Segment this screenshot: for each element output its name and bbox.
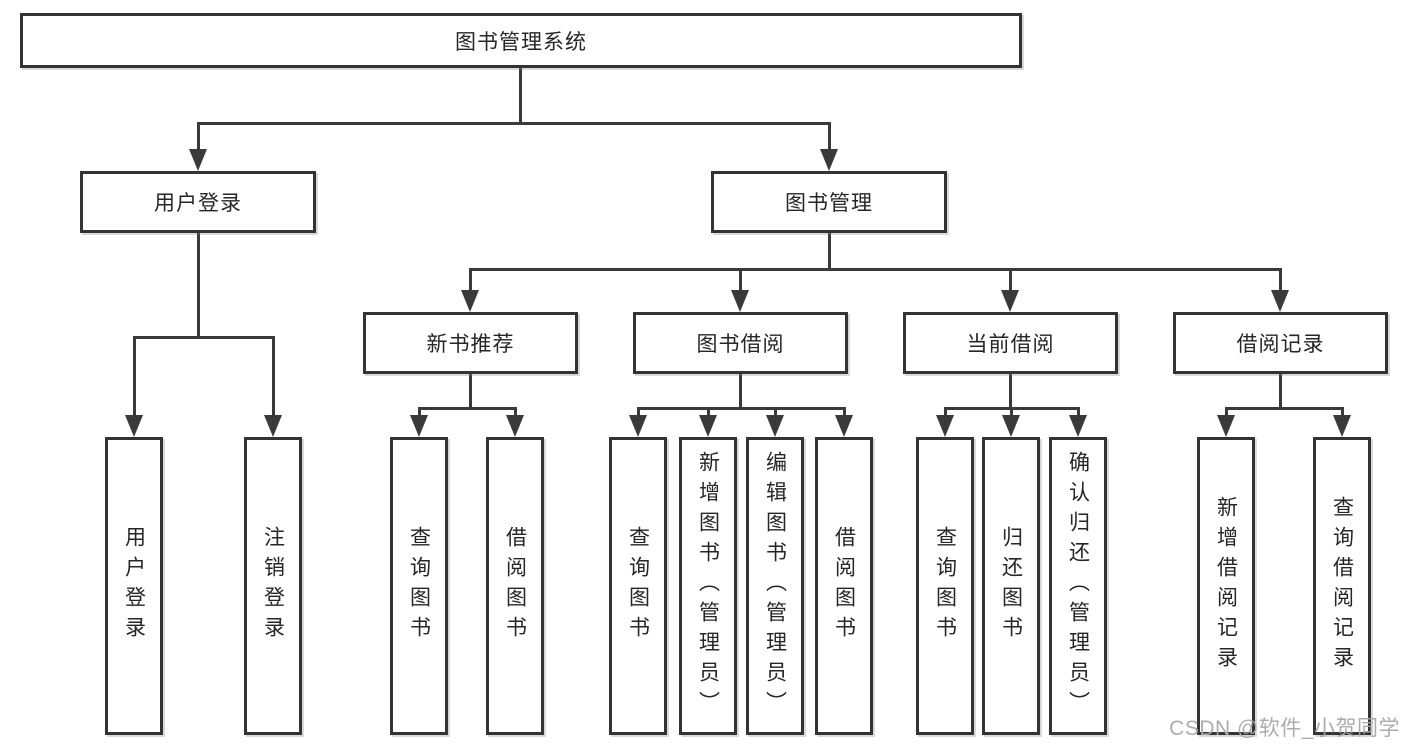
node-book-management: 图书管理	[711, 171, 947, 233]
connector-line	[469, 268, 472, 292]
connector-line	[469, 374, 472, 407]
connector-line	[739, 268, 742, 292]
arrow-down-icon	[936, 415, 954, 437]
leaf-records-query-record: 查询借阅记录	[1313, 437, 1371, 735]
connector-line	[1279, 268, 1282, 292]
leaf-records-add-record: 新增借阅记录	[1197, 437, 1255, 735]
node-label: 注销登录	[261, 526, 285, 646]
arrow-down-icon	[1002, 415, 1020, 437]
connector-line	[133, 336, 136, 415]
connector-line	[418, 407, 517, 410]
connector-line	[843, 407, 846, 417]
arrow-down-icon	[1333, 415, 1351, 437]
arrow-down-icon	[410, 415, 428, 437]
arrow-down-icon	[1069, 415, 1087, 437]
node-library-management-system: 图书管理系统	[20, 13, 1022, 68]
connector-line	[637, 407, 640, 417]
node-label: 查询图书	[933, 526, 957, 646]
connector-line	[707, 407, 710, 417]
arrow-down-icon	[264, 415, 282, 437]
arrow-down-icon	[125, 415, 143, 437]
leaf-borrow-edit-books-admin: 编辑图书（管理员）	[746, 437, 804, 735]
connector-line	[1225, 407, 1344, 410]
leaf-borrow-query-books: 查询图书	[609, 437, 667, 735]
leaf-recommend-borrow-books: 借阅图书	[486, 437, 544, 735]
node-label: 用户登录	[154, 192, 242, 215]
arrow-down-icon	[1001, 290, 1019, 312]
node-label: 新增借阅记录	[1214, 496, 1238, 676]
connector-line	[1009, 268, 1012, 292]
node-new-book-recommend: 新书推荐	[363, 312, 578, 374]
leaf-borrow-borrow-books: 借阅图书	[815, 437, 873, 735]
connector-line	[774, 407, 777, 417]
node-current-borrow: 当前借阅	[903, 312, 1118, 374]
arrow-down-icon	[766, 415, 784, 437]
connector-line	[519, 66, 522, 122]
node-user-login: 用户登录	[80, 171, 316, 233]
connector-line	[197, 122, 831, 125]
connector-line	[944, 407, 947, 417]
arrow-down-icon	[461, 290, 479, 312]
connector-line	[637, 407, 846, 410]
connector-line	[133, 336, 275, 339]
node-label: 编辑图书（管理员）	[763, 451, 787, 721]
node-label: 图书借阅	[696, 333, 785, 356]
arrow-down-icon	[506, 415, 524, 437]
node-label: 图书管理系统	[455, 30, 587, 54]
connector-line	[197, 122, 200, 154]
leaf-current-return-books: 归还图书	[982, 437, 1040, 735]
leaf-user-login: 用户登录	[105, 437, 163, 735]
connector-line	[1341, 407, 1344, 417]
arrow-down-icon	[820, 149, 838, 171]
connector-line	[272, 336, 275, 415]
connector-line	[1010, 407, 1013, 417]
connector-line	[828, 122, 831, 154]
node-label: 新书推荐	[426, 333, 515, 356]
arrow-down-icon	[1271, 290, 1289, 312]
leaf-logout-login: 注销登录	[244, 437, 302, 735]
arrow-down-icon	[629, 415, 647, 437]
node-label: 图书管理	[785, 192, 873, 215]
node-label: 用户登录	[122, 526, 146, 646]
leaf-current-query-books: 查询图书	[916, 437, 974, 735]
connector-line	[1077, 407, 1080, 417]
arrow-down-icon	[835, 415, 853, 437]
connector-line	[1225, 407, 1228, 417]
node-label: 确认归还（管理员）	[1066, 451, 1090, 721]
leaf-current-confirm-return-admin: 确认归还（管理员）	[1049, 437, 1107, 735]
node-label: 当前借阅	[966, 333, 1055, 356]
node-book-borrow: 图书借阅	[633, 312, 848, 374]
watermark-csdn: CSDN @软件_小贺同学	[1169, 717, 1400, 740]
arrow-down-icon	[731, 290, 749, 312]
connector-line	[514, 407, 517, 417]
connector-line	[828, 233, 831, 268]
node-label: 查询图书	[626, 526, 650, 646]
node-label: 借阅图书	[832, 526, 856, 646]
connector-line	[739, 374, 742, 407]
arrow-down-icon	[1217, 415, 1235, 437]
node-label: 查询借阅记录	[1330, 496, 1354, 676]
node-label: 借阅图书	[503, 526, 527, 646]
node-label: 借阅记录	[1236, 333, 1325, 356]
connector-line	[418, 407, 421, 417]
connector-line	[1009, 374, 1012, 407]
arrow-down-icon	[699, 415, 717, 437]
connector-line	[469, 268, 1282, 271]
node-borrow-records: 借阅记录	[1173, 312, 1388, 374]
connector-line	[1279, 374, 1282, 407]
node-label: 查询图书	[407, 526, 431, 646]
connector-line	[197, 233, 200, 336]
leaf-recommend-query-books: 查询图书	[390, 437, 448, 735]
arrow-down-icon	[189, 149, 207, 171]
leaf-borrow-add-books-admin: 新增图书（管理员）	[679, 437, 737, 735]
node-label: 新增图书（管理员）	[696, 451, 720, 721]
node-label: 归还图书	[999, 526, 1023, 646]
